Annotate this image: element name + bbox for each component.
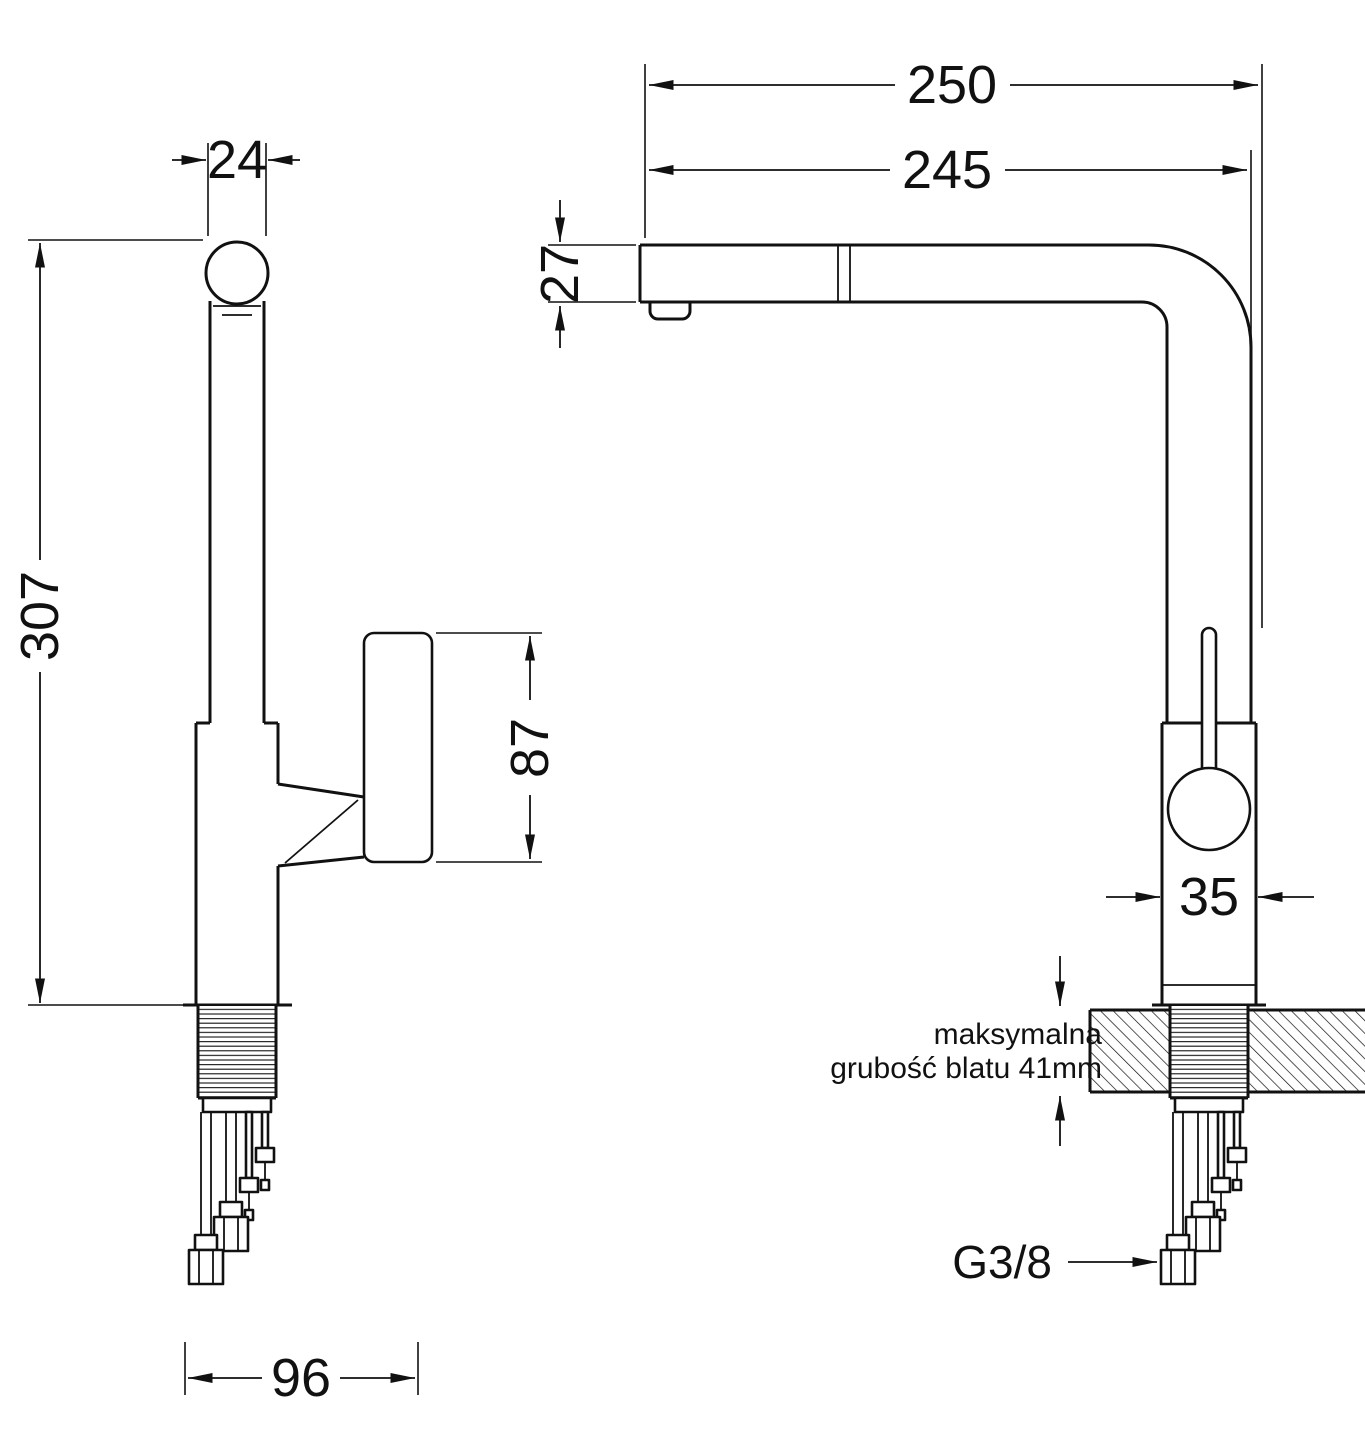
front-shank: [1152, 1003, 1266, 1114]
spout-head-circle: [204, 240, 270, 306]
thread-size-annotation: G3/8: [952, 1236, 1157, 1288]
dim-96-label: 96: [271, 1348, 331, 1408]
hose-nut: [187, 1248, 225, 1286]
mounting-bracket: [201, 1096, 273, 1114]
side-handle: [277, 631, 434, 868]
counter-note-line1: maksymalna: [934, 1018, 1103, 1051]
aerator-outlet: [648, 302, 692, 321]
dim-body-width: 35: [1106, 867, 1314, 927]
dim-base-depth: 96: [184, 1342, 419, 1408]
front-body: [1160, 721, 1258, 1005]
counter-note-line2: grubość blatu 41mm: [830, 1052, 1102, 1085]
dim-27-label: 27: [530, 244, 590, 304]
handle-ball: [1166, 766, 1252, 852]
dim-307-label: 307: [10, 571, 70, 661]
side-shank: [183, 1003, 292, 1114]
front-handle: [1166, 626, 1252, 852]
threaded-shank: [1170, 1006, 1248, 1098]
side-spout: [204, 240, 270, 723]
dim-250-label: 250: [907, 55, 997, 115]
side-view: 24 307: [10, 130, 560, 1408]
mounting-stud: [1210, 1110, 1232, 1222]
dim-87-label: 87: [500, 718, 560, 778]
supply-hose: [212, 1112, 250, 1253]
dim-245-label: 245: [902, 140, 992, 200]
mounting-stud: [238, 1110, 260, 1222]
front-hardware: [1159, 1110, 1248, 1286]
supply-hose: [1159, 1112, 1197, 1286]
thread-size-label: G3/8: [952, 1236, 1052, 1288]
dim-35-label: 35: [1179, 867, 1239, 927]
hose-nut: [1184, 1215, 1222, 1253]
dim-overall-height: 307: [10, 239, 203, 1006]
handle-lever: [362, 631, 434, 864]
hose-nut: [212, 1215, 250, 1253]
side-hardware: [187, 1110, 276, 1286]
dim-overall-reach: 250: [644, 55, 1263, 628]
dim-24-label: 24: [207, 130, 267, 190]
front-view: 250 245 27: [530, 55, 1365, 1288]
dim-spout-reach: 245: [649, 140, 1252, 345]
threaded-shank: [198, 1006, 276, 1098]
mounting-stud: [254, 1110, 276, 1192]
dim-spout-height: 27: [530, 200, 636, 348]
hose-nut: [1159, 1248, 1197, 1286]
dim-handle-length: 87: [436, 632, 560, 863]
supply-hose: [187, 1112, 225, 1286]
dim-spout-tube-width: 24: [172, 130, 300, 236]
front-spout: [638, 243, 1253, 723]
mounting-bracket: [1173, 1096, 1245, 1114]
supply-hose: [1184, 1112, 1222, 1253]
mounting-stud: [1226, 1110, 1248, 1192]
counter-thickness-annotation: maksymalna grubość blatu 41mm: [830, 956, 1102, 1146]
side-body: [194, 721, 280, 1005]
